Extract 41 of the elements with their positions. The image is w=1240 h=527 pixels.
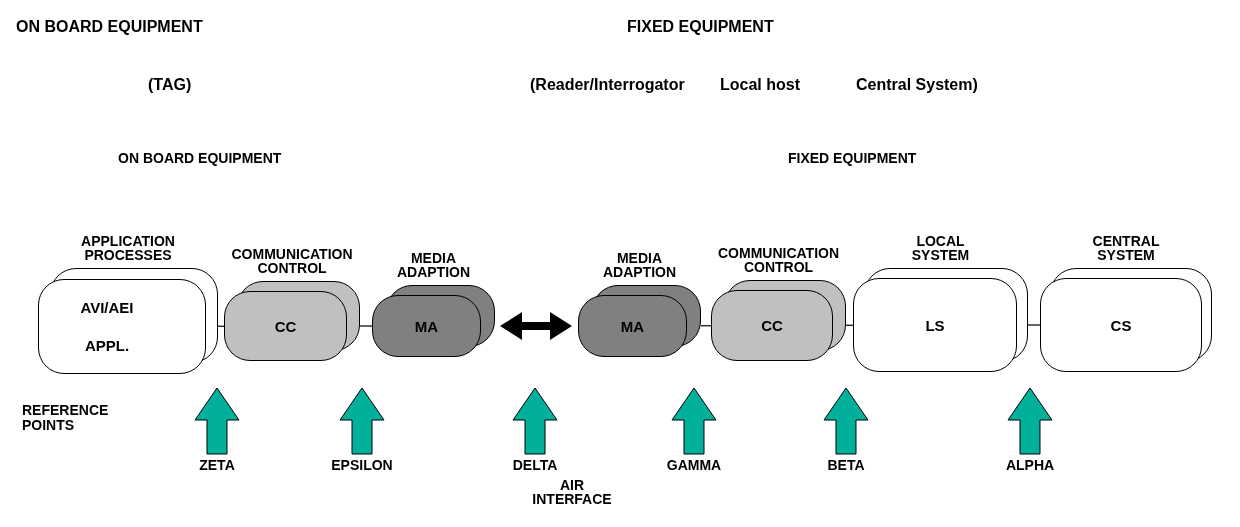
box-heading: MEDIA ADAPTION	[395, 251, 472, 279]
heading-label: ON BOARD EQUIPMENT	[118, 150, 282, 166]
reference-point-arrow	[339, 387, 385, 455]
heading-label: ON BOARD EQUIPMENT	[16, 18, 203, 36]
box-label: LS	[925, 316, 945, 334]
reference-point-arrow	[671, 387, 717, 455]
box-heading: COMMUNICATION CONTROL	[230, 247, 354, 275]
box-heading: COMMUNICATION CONTROL	[716, 246, 841, 274]
box-label: MA	[620, 317, 645, 335]
reference-point-label: DELTA	[511, 458, 559, 472]
heading-label: Central System)	[856, 76, 978, 94]
heading-label: FIXED EQUIPMENT	[627, 18, 774, 36]
box-heading: APPLICATION PROCESSES	[80, 234, 176, 262]
box-heading: CENTRAL SYSTEM	[1091, 234, 1161, 262]
box-label: CC	[274, 317, 297, 335]
reference-point-arrow	[1007, 387, 1053, 455]
box-label: MA	[414, 317, 439, 335]
box-label: AVI/AEI APPL.	[79, 297, 135, 356]
connector-line	[217, 325, 225, 327]
heading-label: Local host	[720, 76, 800, 94]
interface-label: AIR INTERFACE	[531, 478, 613, 506]
reference-points-label: REFERENCE POINTS	[22, 403, 110, 433]
reference-point-arrow	[194, 387, 240, 455]
reference-point-label: BETA	[826, 458, 866, 472]
connector-line	[359, 325, 373, 327]
box-heading: MEDIA ADAPTION	[601, 251, 678, 279]
reference-point-label: ALPHA	[1004, 458, 1056, 472]
box-heading: LOCAL SYSTEM	[910, 234, 971, 262]
box-label: CC	[761, 317, 783, 334]
reference-point-label: ZETA	[198, 458, 236, 472]
connector-line	[1027, 324, 1041, 326]
connector-line	[845, 324, 854, 326]
reference-point-label: EPSILON	[330, 458, 394, 472]
reference-point-arrow	[823, 387, 869, 455]
box-label: CS	[1110, 316, 1132, 334]
double-arrow	[500, 312, 572, 340]
reference-point-label: GAMMA	[665, 458, 723, 472]
heading-label: (Reader/Interrogator	[530, 76, 685, 94]
heading-label: FIXED EQUIPMENT	[788, 150, 917, 166]
reference-point-arrow	[512, 387, 558, 455]
heading-label: (TAG)	[148, 76, 192, 94]
